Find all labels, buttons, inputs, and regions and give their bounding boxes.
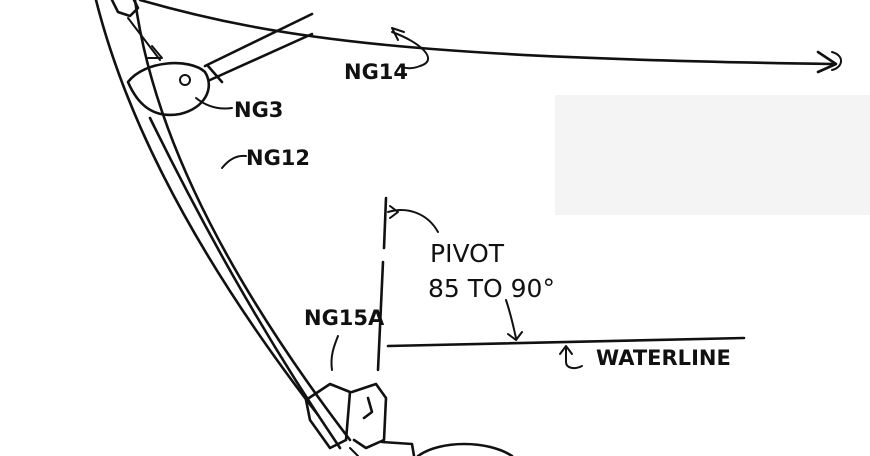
ng3-leader [195, 97, 233, 110]
waterline-label: WATERLINE [596, 346, 731, 370]
mast-pole [94, 0, 352, 450]
ng14-line [138, 0, 842, 74]
top-fitting [110, 0, 163, 61]
ng14-leader [391, 31, 429, 70]
ng15a-label: NG15A [304, 306, 385, 330]
ng12-label: NG12 [246, 146, 310, 170]
ng3-joint [126, 12, 314, 117]
paper-shade [555, 95, 870, 215]
ng15a-fitting [304, 335, 514, 456]
ng14-arrow [391, 27, 405, 41]
waterline-line [386, 299, 746, 370]
pivot-label: PIVOT [430, 239, 505, 268]
ng3-label: NG3 [234, 98, 283, 122]
pivot-reference [376, 196, 439, 372]
pivot-range-label: 85 TO 90° [428, 274, 555, 303]
ng12-leader [221, 154, 247, 169]
ng14-label: NG14 [344, 60, 408, 84]
